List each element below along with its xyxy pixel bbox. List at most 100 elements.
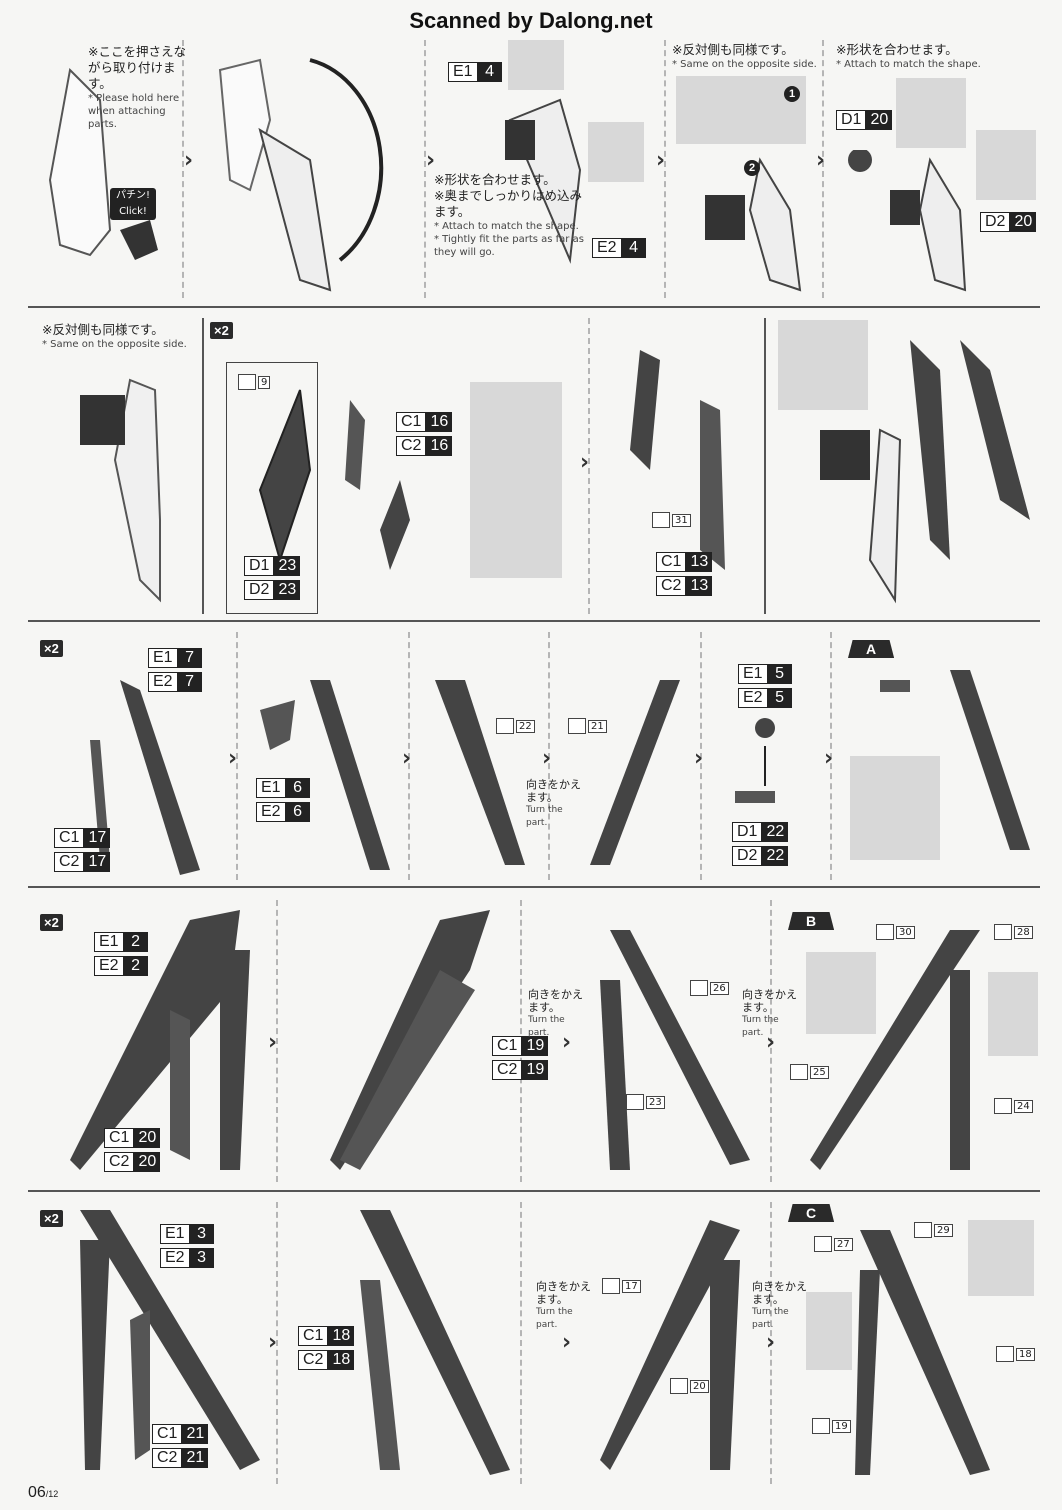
joint-attach-illustration [705,157,802,292]
detail-inset [968,1220,1034,1296]
panel-divider [276,900,278,1182]
row-divider [28,620,1040,622]
frame-assembly-illustration [330,910,490,1170]
next-step-arrow: › [268,1330,278,1355]
sticker-24: 24 [994,1098,1033,1114]
step-marker: 1 [784,86,800,102]
sticker-30: 30 [876,924,915,940]
turn-note: 向きをかえます。Turn the part. [742,988,797,1038]
sticker-19: 19 [812,1418,851,1434]
click-label: パチン! Click! [110,188,156,220]
joint-assembly-illustration [505,98,582,264]
frame-assembly-illustration [80,1210,260,1470]
panel-divider [822,40,824,298]
multiplier-badge: ×2 [40,640,63,657]
armor-part-illustration [258,389,410,570]
detail-inset [806,952,876,1034]
next-step-arrow: › [766,1030,776,1055]
next-step-arrow: › [580,450,590,475]
wing-joint-illustration [80,378,161,603]
strut-peg-illustration [880,670,1030,850]
panel-divider [764,318,766,614]
panel-divider [202,318,204,614]
next-step-arrow: › [562,1330,572,1355]
note-match-shape: ※形状を合わせます。 * Attach to match the shape. [836,42,981,70]
subassembly-label-c: C [788,1204,835,1222]
frame-sticker-illustration [600,1220,740,1470]
multiplier-badge: ×2 [210,322,233,339]
next-step-arrow: › [694,746,704,771]
panel-divider [236,632,238,880]
panel-divider [770,900,772,1182]
panel-divider [182,40,184,298]
detail-inset [470,382,562,578]
row-divider [28,306,1040,308]
strut-sticker-illustration [435,680,525,865]
next-step-arrow: › [766,1330,776,1355]
next-step-arrow: › [562,1030,572,1055]
frame-assembly-illustration [360,1210,510,1475]
subassembly-label-a: A [848,640,895,658]
detail-inset [588,122,644,182]
next-step-arrow: › [402,746,412,771]
panel-divider [408,632,410,880]
turn-note: 向きをかえます。Turn the part. [526,778,581,828]
detail-inset [508,40,564,90]
sticker-31: 31 [652,512,691,528]
subassembly-label-b: B [788,912,835,930]
sticker-18: 18 [996,1346,1035,1362]
page-number: 06/12 [28,1484,59,1501]
frame-assembly-illustration [70,910,250,1170]
next-step-arrow: › [228,746,238,771]
panel-divider [276,1202,278,1484]
detail-inset [976,130,1036,200]
sticker-26: 26 [690,980,729,996]
detail-inset [806,1292,852,1370]
strut-sticker-illustration [590,680,680,865]
detail-inset [988,972,1038,1056]
sticker-9: 9 [238,374,271,390]
detail-inset [778,320,868,410]
wing-part-illustration [48,67,158,260]
subassembly-box [226,362,318,614]
sticker-20: 20 [670,1378,709,1394]
panel-divider [830,632,832,880]
sticker-25: 25 [790,1064,829,1080]
wing-assembly-illustration [218,58,384,292]
strut-assembly-illustration [90,680,200,875]
panel-divider [770,1202,772,1484]
sticker-22: 22 [496,718,535,734]
sticker-17: 17 [602,1278,641,1294]
turn-note: 向きをかえます。Turn the part. [528,988,583,1038]
sticker-29: 29 [914,1222,953,1238]
frame-sticker-illustration [810,930,980,1170]
note-opposite-side: ※反対側も同様です。 * Same on the opposite side. [42,322,187,350]
next-step-arrow: › [184,148,194,173]
armor-attach-illustration [630,350,725,570]
next-step-arrow: › [426,148,436,173]
panel-divider [520,1202,522,1484]
panel-divider [548,632,550,880]
turn-note: 向きをかえます。Turn the part. [752,1280,807,1330]
step-marker: 2 [744,160,760,176]
